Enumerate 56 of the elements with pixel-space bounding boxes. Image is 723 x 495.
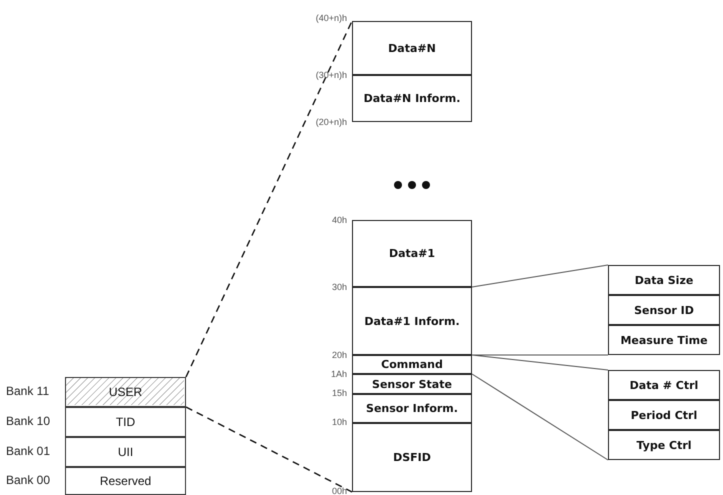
cell-label: Sensor Inform. — [366, 402, 458, 415]
memory-bank-cell — [65, 377, 186, 407]
cell-label: Data#1 Inform. — [364, 314, 460, 328]
address-label: 40h — [330, 215, 347, 225]
bank-label: Bank 11 — [6, 384, 50, 398]
cell-label: Data # Ctrl — [630, 378, 698, 392]
cell-label: Data Size — [634, 274, 694, 286]
memory-field-cell — [352, 423, 472, 492]
address-label: 20h — [330, 350, 347, 360]
memory-field-cell — [352, 394, 472, 423]
memory-field-cell — [608, 430, 720, 460]
address-label: 30h — [330, 282, 347, 292]
cell-label: DSFID — [393, 451, 431, 464]
cell-label: Measure Time — [620, 334, 708, 346]
address-label: (20+n)h — [314, 117, 347, 127]
bank-label: Bank 10 — [6, 414, 50, 428]
bank-label: Bank 00 — [6, 473, 50, 487]
cell-label: Command — [381, 358, 443, 371]
cell-label: Data#N Inform. — [364, 92, 460, 105]
memory-field-cell — [352, 21, 472, 75]
memory-field-cell — [608, 265, 720, 295]
address-label: (30+n)h — [314, 70, 347, 80]
cell-label: Sensor ID — [634, 304, 694, 316]
memory-field-cell — [352, 287, 472, 355]
memory-bank-cell — [65, 407, 186, 437]
address-label: 15h — [330, 388, 347, 398]
address-label: 00h — [330, 486, 347, 495]
dashed-zoom-line — [185, 20, 353, 378]
memory-field-cell — [352, 374, 472, 394]
address-label: 10h — [330, 417, 347, 427]
address-label: 1Ah — [330, 369, 347, 379]
cell-label: TID — [116, 415, 136, 429]
memory-bank-cell — [65, 467, 186, 495]
zoom-line — [472, 354, 608, 370]
cell-label: USER — [108, 385, 142, 399]
memory-field-cell — [608, 370, 720, 400]
zoom-line — [472, 354, 608, 356]
address-label: (40+n)h — [314, 13, 347, 23]
memory-field-cell — [352, 75, 472, 122]
cell-label: Data#N — [388, 42, 436, 54]
zoom-line — [472, 264, 608, 288]
memory-field-cell — [608, 325, 720, 355]
memory-field-cell — [608, 400, 720, 430]
zoom-line — [472, 374, 608, 460]
cell-label: Type Ctrl — [636, 438, 692, 452]
memory-field-cell — [352, 355, 472, 374]
memory-field-cell — [608, 295, 720, 325]
dashed-zoom-line — [186, 406, 352, 493]
cell-label: Reserved — [100, 474, 152, 488]
memory-field-cell — [352, 220, 472, 287]
bank-label: Bank 01 — [6, 444, 50, 458]
cell-label: Data#1 — [388, 247, 436, 260]
cell-label: Sensor State — [372, 378, 452, 390]
cell-label: UII — [118, 445, 134, 459]
cell-label: Period Ctrl — [630, 408, 698, 422]
memory-bank-cell — [65, 437, 186, 467]
